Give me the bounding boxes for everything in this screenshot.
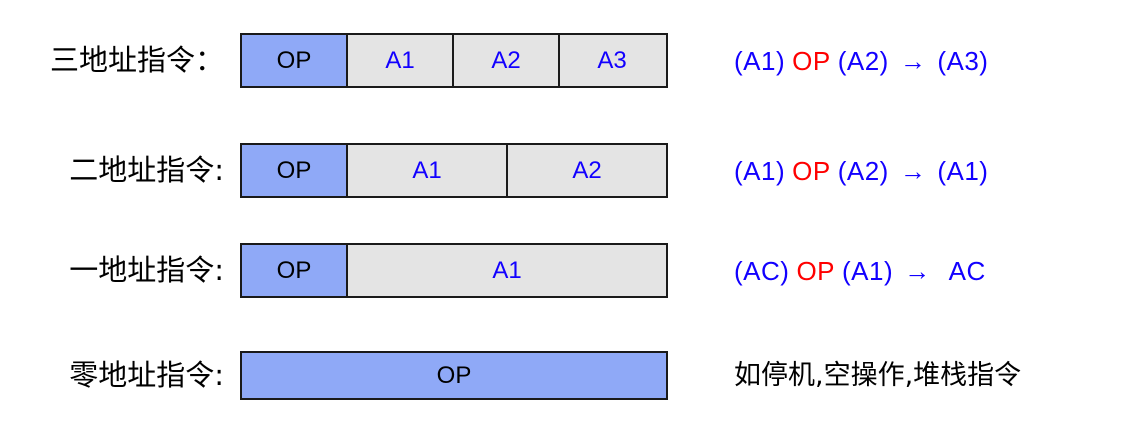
row-label-zero-address: 零地址指令: [69, 358, 224, 392]
instruction-row-two-address: 二地址指令: OP A1 A2 (A1)OP(A2)→(A1) [0, 143, 1122, 198]
expression-two-address: (A1)OP(A2)→(A1) [734, 158, 988, 184]
field-opcode: OP [242, 145, 346, 196]
expression-operator: OP [792, 155, 831, 186]
instruction-row-zero-address: 零地址指令: OP 如停机,空操作,堆栈指令 [0, 351, 1122, 400]
expression-destination: (A1) [937, 155, 989, 186]
field-address-a1: A1 [346, 35, 452, 86]
row-label-one-address: 一地址指令: [69, 253, 224, 287]
field-address-a2: A2 [506, 145, 666, 196]
instruction-word-zero-address: OP [240, 351, 668, 400]
field-address-a1: A1 [346, 145, 506, 196]
instruction-row-three-address: 三地址指令： OP A1 A2 A3 (A1)OP(A2)→(A3) [0, 33, 1122, 88]
instruction-row-one-address: 一地址指令: OP A1 (AC)OP(A1)→AC [0, 243, 1122, 298]
instruction-word-three-address: OP A1 A2 A3 [240, 33, 668, 88]
field-opcode: OP [242, 35, 346, 86]
expression-destination: (A3) [937, 45, 989, 76]
instruction-word-one-address: OP A1 [240, 243, 668, 298]
arrow-icon: → [904, 255, 931, 286]
expression-left-operand: (A1) [734, 45, 786, 76]
expression-right-operand: (A1) [842, 255, 894, 286]
field-address-a3: A3 [558, 35, 664, 86]
expression-left-operand: (AC) [734, 255, 790, 286]
expression-one-address: (AC)OP(A1) → AC [734, 258, 986, 284]
expression-operator: OP [796, 255, 836, 286]
field-opcode: OP [242, 245, 346, 296]
note-zero-address: 如停机,空操作,堆栈指令 [734, 360, 1022, 391]
expression-destination: AC [948, 255, 986, 286]
field-address-a2: A2 [452, 35, 558, 86]
expression-operator: OP [792, 45, 831, 76]
arrow-icon: → [899, 155, 927, 186]
row-label-three-address: 三地址指令： [49, 43, 224, 77]
expression-right-operand: (A2) [837, 45, 889, 76]
field-address-a1: A1 [346, 245, 666, 296]
expression-right-operand: (A2) [837, 155, 889, 186]
field-opcode: OP [242, 353, 666, 398]
expression-left-operand: (A1) [734, 155, 786, 186]
expression-three-address: (A1)OP(A2) → (A3) [734, 48, 988, 74]
row-label-two-address: 二地址指令: [69, 153, 224, 187]
arrow-icon: → [899, 45, 927, 76]
instruction-word-two-address: OP A1 A2 [240, 143, 668, 198]
